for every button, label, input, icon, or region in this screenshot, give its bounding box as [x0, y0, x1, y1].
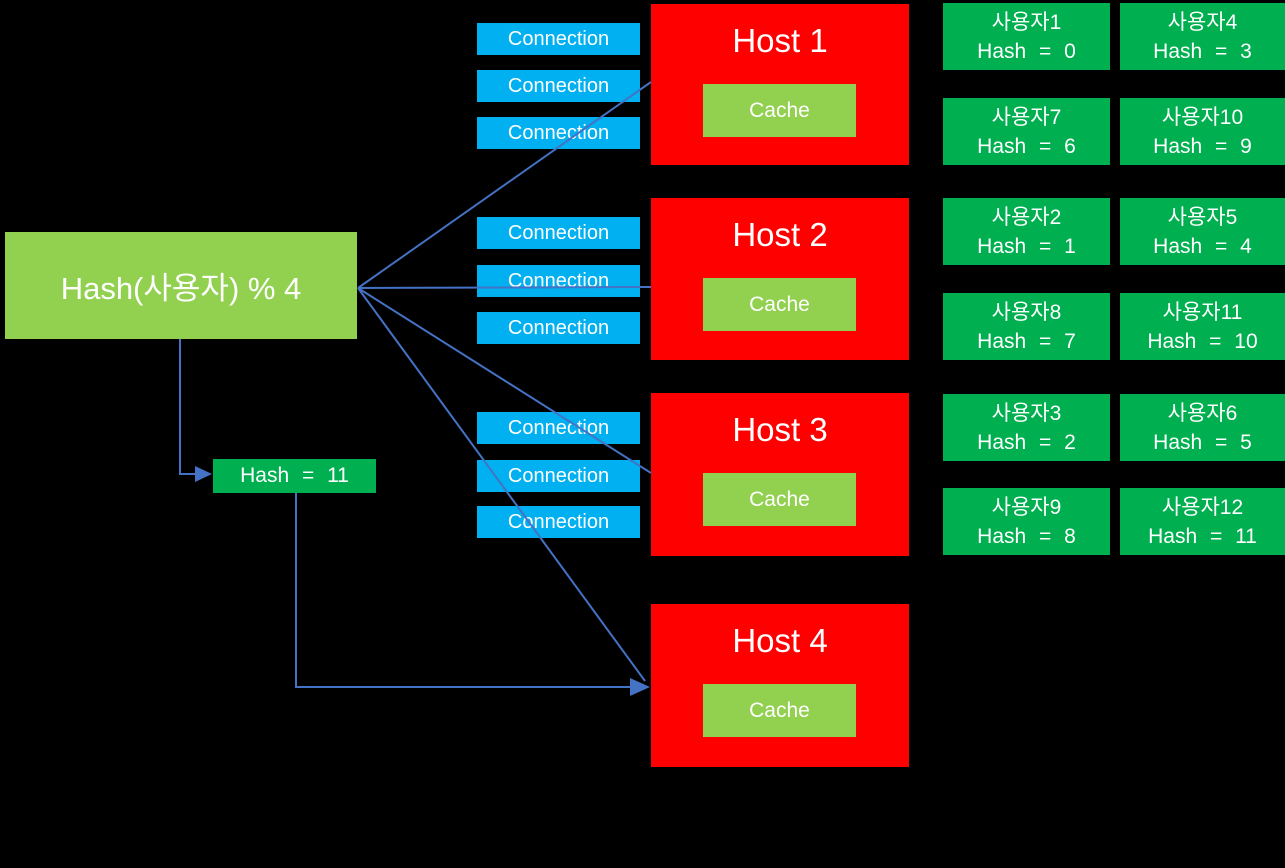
- user-name: 사용자9: [991, 495, 1062, 519]
- connection-box-host3-1: Connection: [477, 412, 640, 444]
- connection-box-host2-3: Connection: [477, 312, 640, 344]
- host-title: Host 4: [732, 622, 828, 659]
- cache-box: Cache: [703, 84, 856, 137]
- connection-box-host3-3: Connection: [477, 506, 640, 538]
- user-name: 사용자3: [991, 401, 1062, 425]
- host-title: Host 3: [732, 411, 828, 448]
- user-name: 사용자8: [991, 300, 1062, 324]
- connection-box-host3-2: Connection: [477, 460, 640, 492]
- hash-function-box: Hash(사용자) % 4: [5, 232, 357, 339]
- cache-label: Cache: [749, 292, 810, 316]
- hash-function-label: Hash(사용자) % 4: [60, 271, 302, 306]
- user-hash: Hash = 10: [1147, 329, 1258, 353]
- cache-label: Cache: [749, 98, 810, 122]
- user-hash: Hash = 4: [1153, 234, 1252, 258]
- connection-box-host2-2: Connection: [477, 265, 640, 297]
- host-box-3: Host 3 Cache: [651, 393, 909, 556]
- host-title: Host 1: [732, 22, 828, 59]
- arrow-hash-to-result: [179, 339, 196, 475]
- user-name: 사용자6: [1167, 401, 1238, 425]
- user-name: 사용자10: [1161, 105, 1244, 129]
- user-name: 사용자4: [1167, 10, 1238, 34]
- user-name: 사용자2: [991, 205, 1062, 229]
- connection-box-host2-1: Connection: [477, 217, 640, 249]
- cache-label: Cache: [749, 698, 810, 722]
- cache-box: Cache: [703, 278, 856, 331]
- connection-label: Connection: [507, 27, 610, 50]
- connection-label: Connection: [507, 269, 610, 292]
- user-hash: Hash = 7: [977, 329, 1076, 353]
- user-name: 사용자12: [1161, 495, 1244, 519]
- cache-label: Cache: [749, 487, 810, 511]
- connection-box-host1-2: Connection: [477, 70, 640, 102]
- user-hash: Hash = 0: [977, 39, 1076, 63]
- cache-box: Cache: [703, 684, 856, 737]
- connection-label: Connection: [507, 416, 610, 439]
- user-hash: Hash = 5: [1153, 430, 1252, 454]
- connection-label: Connection: [507, 121, 610, 144]
- user-hash: Hash = 9: [1153, 134, 1252, 158]
- host-box-4: Host 4 Cache: [651, 604, 909, 767]
- connection-label: Connection: [507, 316, 610, 339]
- cache-box: Cache: [703, 473, 856, 526]
- connection-label: Connection: [507, 221, 610, 244]
- hash-result-box: Hash = 11: [213, 459, 376, 493]
- user-name: 사용자5: [1167, 205, 1238, 229]
- arrowhead-to-host4: [630, 678, 650, 696]
- line-hash-to-host1: [357, 81, 652, 289]
- user-name: 사용자11: [1162, 300, 1243, 324]
- user-hash: Hash = 6: [977, 134, 1076, 158]
- arrowhead-to-result: [195, 466, 212, 482]
- user-name: 사용자1: [991, 10, 1062, 34]
- user-hash: Hash = 11: [1148, 524, 1257, 548]
- host-title: Host 2: [732, 216, 828, 253]
- connection-box-host1-3: Connection: [477, 117, 640, 149]
- user-hash: Hash = 1: [977, 234, 1076, 258]
- hash-result-label: Hash = 11: [240, 464, 349, 487]
- host-box-1: Host 1 Cache: [651, 4, 909, 165]
- connection-label: Connection: [507, 510, 610, 533]
- user-hash: Hash = 2: [977, 430, 1076, 454]
- connection-label: Connection: [507, 464, 610, 487]
- connection-box-host1-1: Connection: [477, 23, 640, 55]
- host-box-2: Host 2 Cache: [651, 198, 909, 360]
- user-name: 사용자7: [991, 105, 1062, 129]
- connection-label: Connection: [507, 74, 610, 97]
- user-hash: Hash = 3: [1153, 39, 1252, 63]
- user-hash: Hash = 8: [977, 524, 1076, 548]
